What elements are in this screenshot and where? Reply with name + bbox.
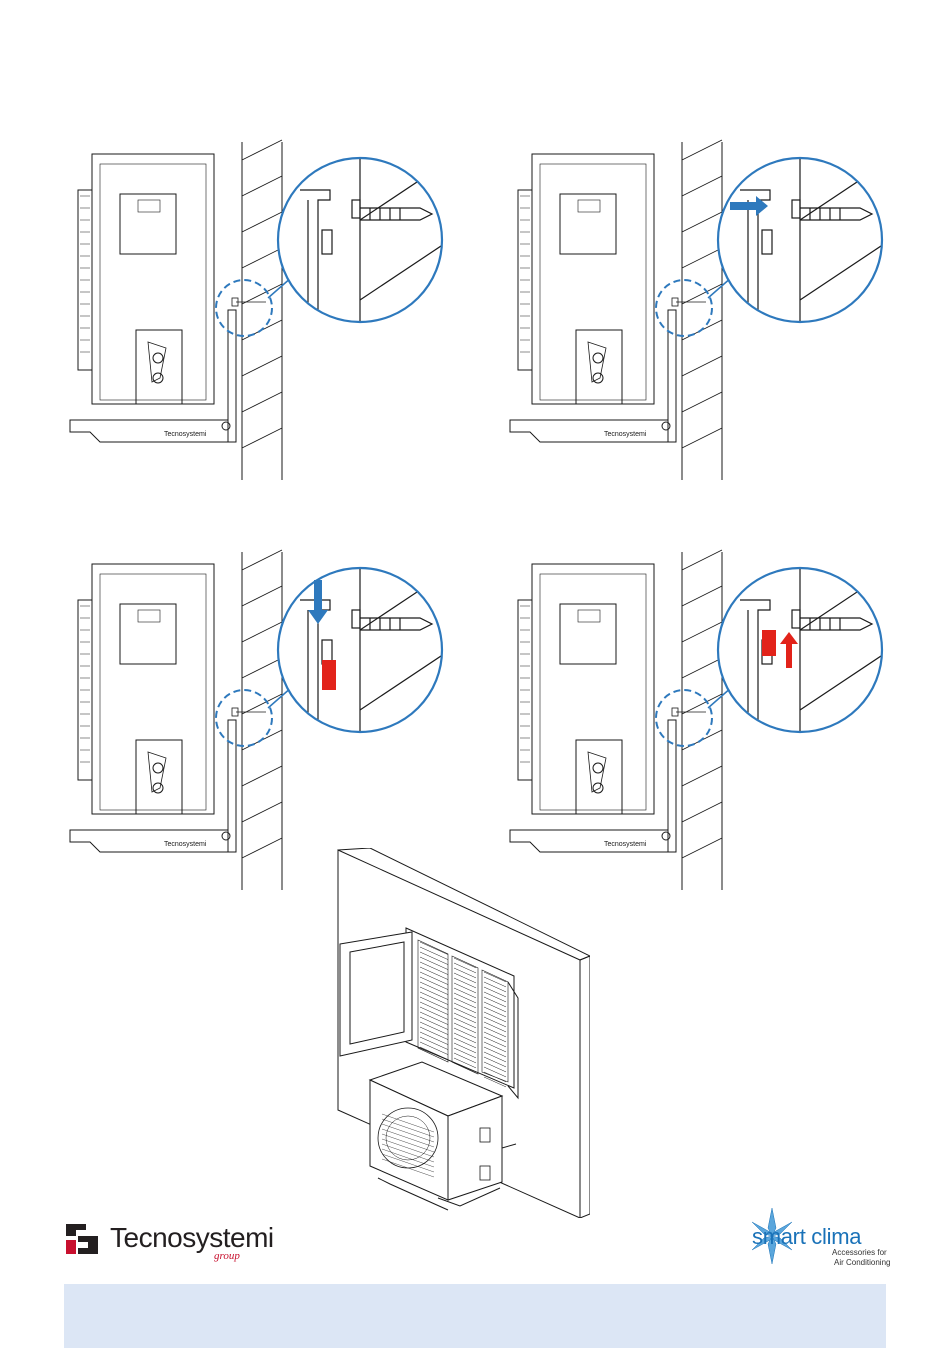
screw xyxy=(232,298,266,306)
smart-clima-wordmark: smart clima xyxy=(752,1224,861,1250)
outdoor-unit xyxy=(518,154,654,404)
svg-text:Tecnosystemi: Tecnosystemi xyxy=(164,841,207,848)
footer-bar xyxy=(64,1284,886,1348)
svg-text:Tecnosystemi: Tecnosystemi xyxy=(604,841,647,848)
step-2-illustration: Tecnosystemi xyxy=(500,130,900,490)
outdoor-unit xyxy=(78,564,214,814)
tecnosystemi-group-label: group xyxy=(214,1250,240,1262)
step-1-illustration: Tecnosystemi xyxy=(60,130,460,490)
wall xyxy=(242,550,282,890)
smart-clima-tagline-1: Accessories for xyxy=(832,1248,887,1257)
installation-overview-illustration xyxy=(330,848,590,1218)
detail-marker xyxy=(216,280,272,336)
outdoor-unit xyxy=(518,564,654,814)
wall xyxy=(682,140,722,480)
svg-text:Tecnosystemi: Tecnosystemi xyxy=(604,431,647,438)
detail-marker xyxy=(656,690,712,746)
red-clip xyxy=(762,630,776,656)
screw xyxy=(672,708,706,716)
wall xyxy=(242,140,282,480)
step-4-illustration: Tecnosystemi xyxy=(500,540,900,900)
smart-clima-logo: smart clima Accessories for Air Conditio… xyxy=(752,1206,892,1272)
step-3-illustration: Tecnosystemi xyxy=(60,540,460,900)
red-clip xyxy=(322,660,336,690)
detail-marker xyxy=(216,690,272,746)
svg-text:Tecnosystemi: Tecnosystemi xyxy=(164,431,207,438)
detail-marker xyxy=(656,280,712,336)
screw xyxy=(232,708,266,716)
tecnosystemi-logo: Tecnosystemi group xyxy=(64,1220,284,1264)
wall xyxy=(682,550,722,890)
screw xyxy=(672,298,706,306)
smart-clima-tagline-2: Air Conditioning xyxy=(834,1258,890,1267)
tecnosystemi-wordmark: Tecnosystemi xyxy=(110,1222,274,1254)
outdoor-unit xyxy=(78,154,214,404)
